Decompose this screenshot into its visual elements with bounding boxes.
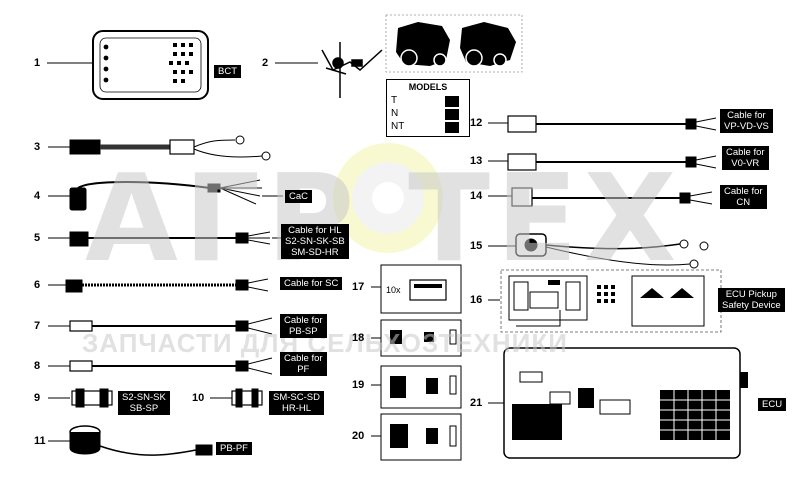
label-s2-sn-sk-line-1: S2-SN-SK <box>122 392 166 403</box>
ecu-pickup-box <box>500 269 722 333</box>
item-number-21: 21 <box>470 397 483 409</box>
label-ecu: ECU <box>758 398 787 411</box>
item-number-7: 7 <box>34 320 41 332</box>
label-ecu-pickup-line-2: Safety Device <box>722 300 781 311</box>
label-cable-sc: Cable for SC <box>280 277 343 290</box>
item-number-6: 6 <box>34 279 41 291</box>
label-cable-pf-line-1: Cable for <box>284 353 323 364</box>
machine-silhouettes <box>385 14 523 73</box>
label-cable-vp-line-2: VP-VD-VS <box>724 121 769 132</box>
cable-3-drawing <box>69 135 271 161</box>
model-t-label: T <box>391 95 398 106</box>
cable-8-drawing <box>69 357 273 375</box>
label-cable-v0-vr: Cable for V0-VR <box>722 146 769 170</box>
item-number-15: 15 <box>470 240 483 252</box>
item-number-8: 8 <box>34 360 41 372</box>
item-number-3: 3 <box>34 141 41 153</box>
cable-7-drawing <box>69 317 273 335</box>
label-sm-sc-sd-line-2: HR-HL <box>281 403 311 414</box>
label-cable-hl-line-1: Cable for HL <box>288 225 342 236</box>
label-cable-pb-sp: Cable for PB-SP <box>280 314 327 338</box>
label-cable-hl-line-3: SM-SD-HR <box>291 247 339 258</box>
cable-13-drawing <box>507 153 717 171</box>
label-cable-hl-line-2: S2-SN-SK-SB <box>285 236 345 247</box>
label-ecu-pickup: ECU Pickup Safety Device <box>718 288 785 312</box>
label-cable-v0-line-2: V0-VR <box>731 158 760 169</box>
sensor-11-drawing <box>69 425 213 456</box>
sensor-15-drawing <box>515 233 709 269</box>
label-s2-sn-sk: S2-SN-SK SB-SP <box>118 391 170 415</box>
mounting-bracket-drawing <box>321 42 383 98</box>
label-cable-vp-vd-vs: Cable for VP-VD-VS <box>720 109 773 133</box>
item-number-14: 14 <box>470 190 483 202</box>
model-nt-label: NT <box>391 121 405 132</box>
kit-20-box <box>380 413 462 461</box>
item-number-17: 17 <box>352 281 365 293</box>
cable-6-drawing <box>65 278 269 293</box>
item-number-9: 9 <box>34 392 41 404</box>
kit-18-box <box>380 319 462 357</box>
item-number-19: 19 <box>352 379 365 391</box>
label-cable-cn-line-2: CN <box>736 197 751 208</box>
ecu-board-drawing <box>503 347 748 459</box>
sensor-9-drawing <box>71 388 113 408</box>
kit-19-box <box>380 365 462 409</box>
label-cable-cn-line-1: Cable for <box>724 186 763 197</box>
label-sm-sc-sd: SM-SC-SD HR-HL <box>269 391 324 415</box>
label-cable-pf-line-2: PF <box>297 364 310 375</box>
item-number-11: 11 <box>34 435 46 447</box>
kit-17-box <box>380 264 462 314</box>
leader-lines <box>47 62 516 442</box>
item-number-20: 20 <box>352 430 365 442</box>
model-n-marker <box>445 109 459 120</box>
watermark-gear-icon <box>333 143 443 253</box>
label-cable-cn: Cable for CN <box>720 185 767 209</box>
bct-console-drawing <box>92 30 209 100</box>
item-number-12: 12 <box>470 117 483 129</box>
item-17-quantity: 10x <box>386 285 401 295</box>
item-number-2: 2 <box>262 57 269 69</box>
item-number-5: 5 <box>34 232 41 244</box>
label-cable-hl: Cable for HL S2-SN-SK-SB SM-SD-HR <box>281 224 349 259</box>
cable-14-drawing <box>511 187 713 207</box>
label-ecu-pickup-line-1: ECU Pickup <box>725 289 777 300</box>
cable-5-drawing <box>69 231 283 247</box>
label-cable-pb-sp-line-2: PB-SP <box>289 326 318 337</box>
label-s2-sn-sk-line-2: SB-SP <box>129 403 159 414</box>
label-cac: CaC <box>285 190 313 203</box>
item-number-13: 13 <box>470 155 483 167</box>
sensor-10-drawing <box>231 388 263 408</box>
cable-12-drawing <box>507 115 717 133</box>
label-cable-v0-line-1: Cable for <box>726 147 765 158</box>
label-bct: BCT <box>214 65 241 78</box>
models-legend: MODELS T N NT <box>386 79 470 137</box>
label-cable-pb-sp-line-1: Cable for <box>284 315 323 326</box>
model-n-label: N <box>391 108 399 119</box>
label-sm-sc-sd-line-1: SM-SC-SD <box>273 392 320 403</box>
model-nt-marker <box>445 122 459 133</box>
models-title: MODELS <box>408 82 448 92</box>
item-number-10: 10 <box>192 392 205 404</box>
item-number-16: 16 <box>470 294 483 306</box>
item-number-4: 4 <box>34 190 41 202</box>
model-t-marker <box>445 96 459 107</box>
label-pb-pf: PB-PF <box>216 442 252 455</box>
label-cable-vp-line-1: Cable for <box>727 110 766 121</box>
item-number-1: 1 <box>34 57 41 69</box>
label-cable-pf: Cable for PF <box>280 352 327 376</box>
cable-4-drawing <box>69 179 283 211</box>
item-number-18: 18 <box>352 332 365 344</box>
